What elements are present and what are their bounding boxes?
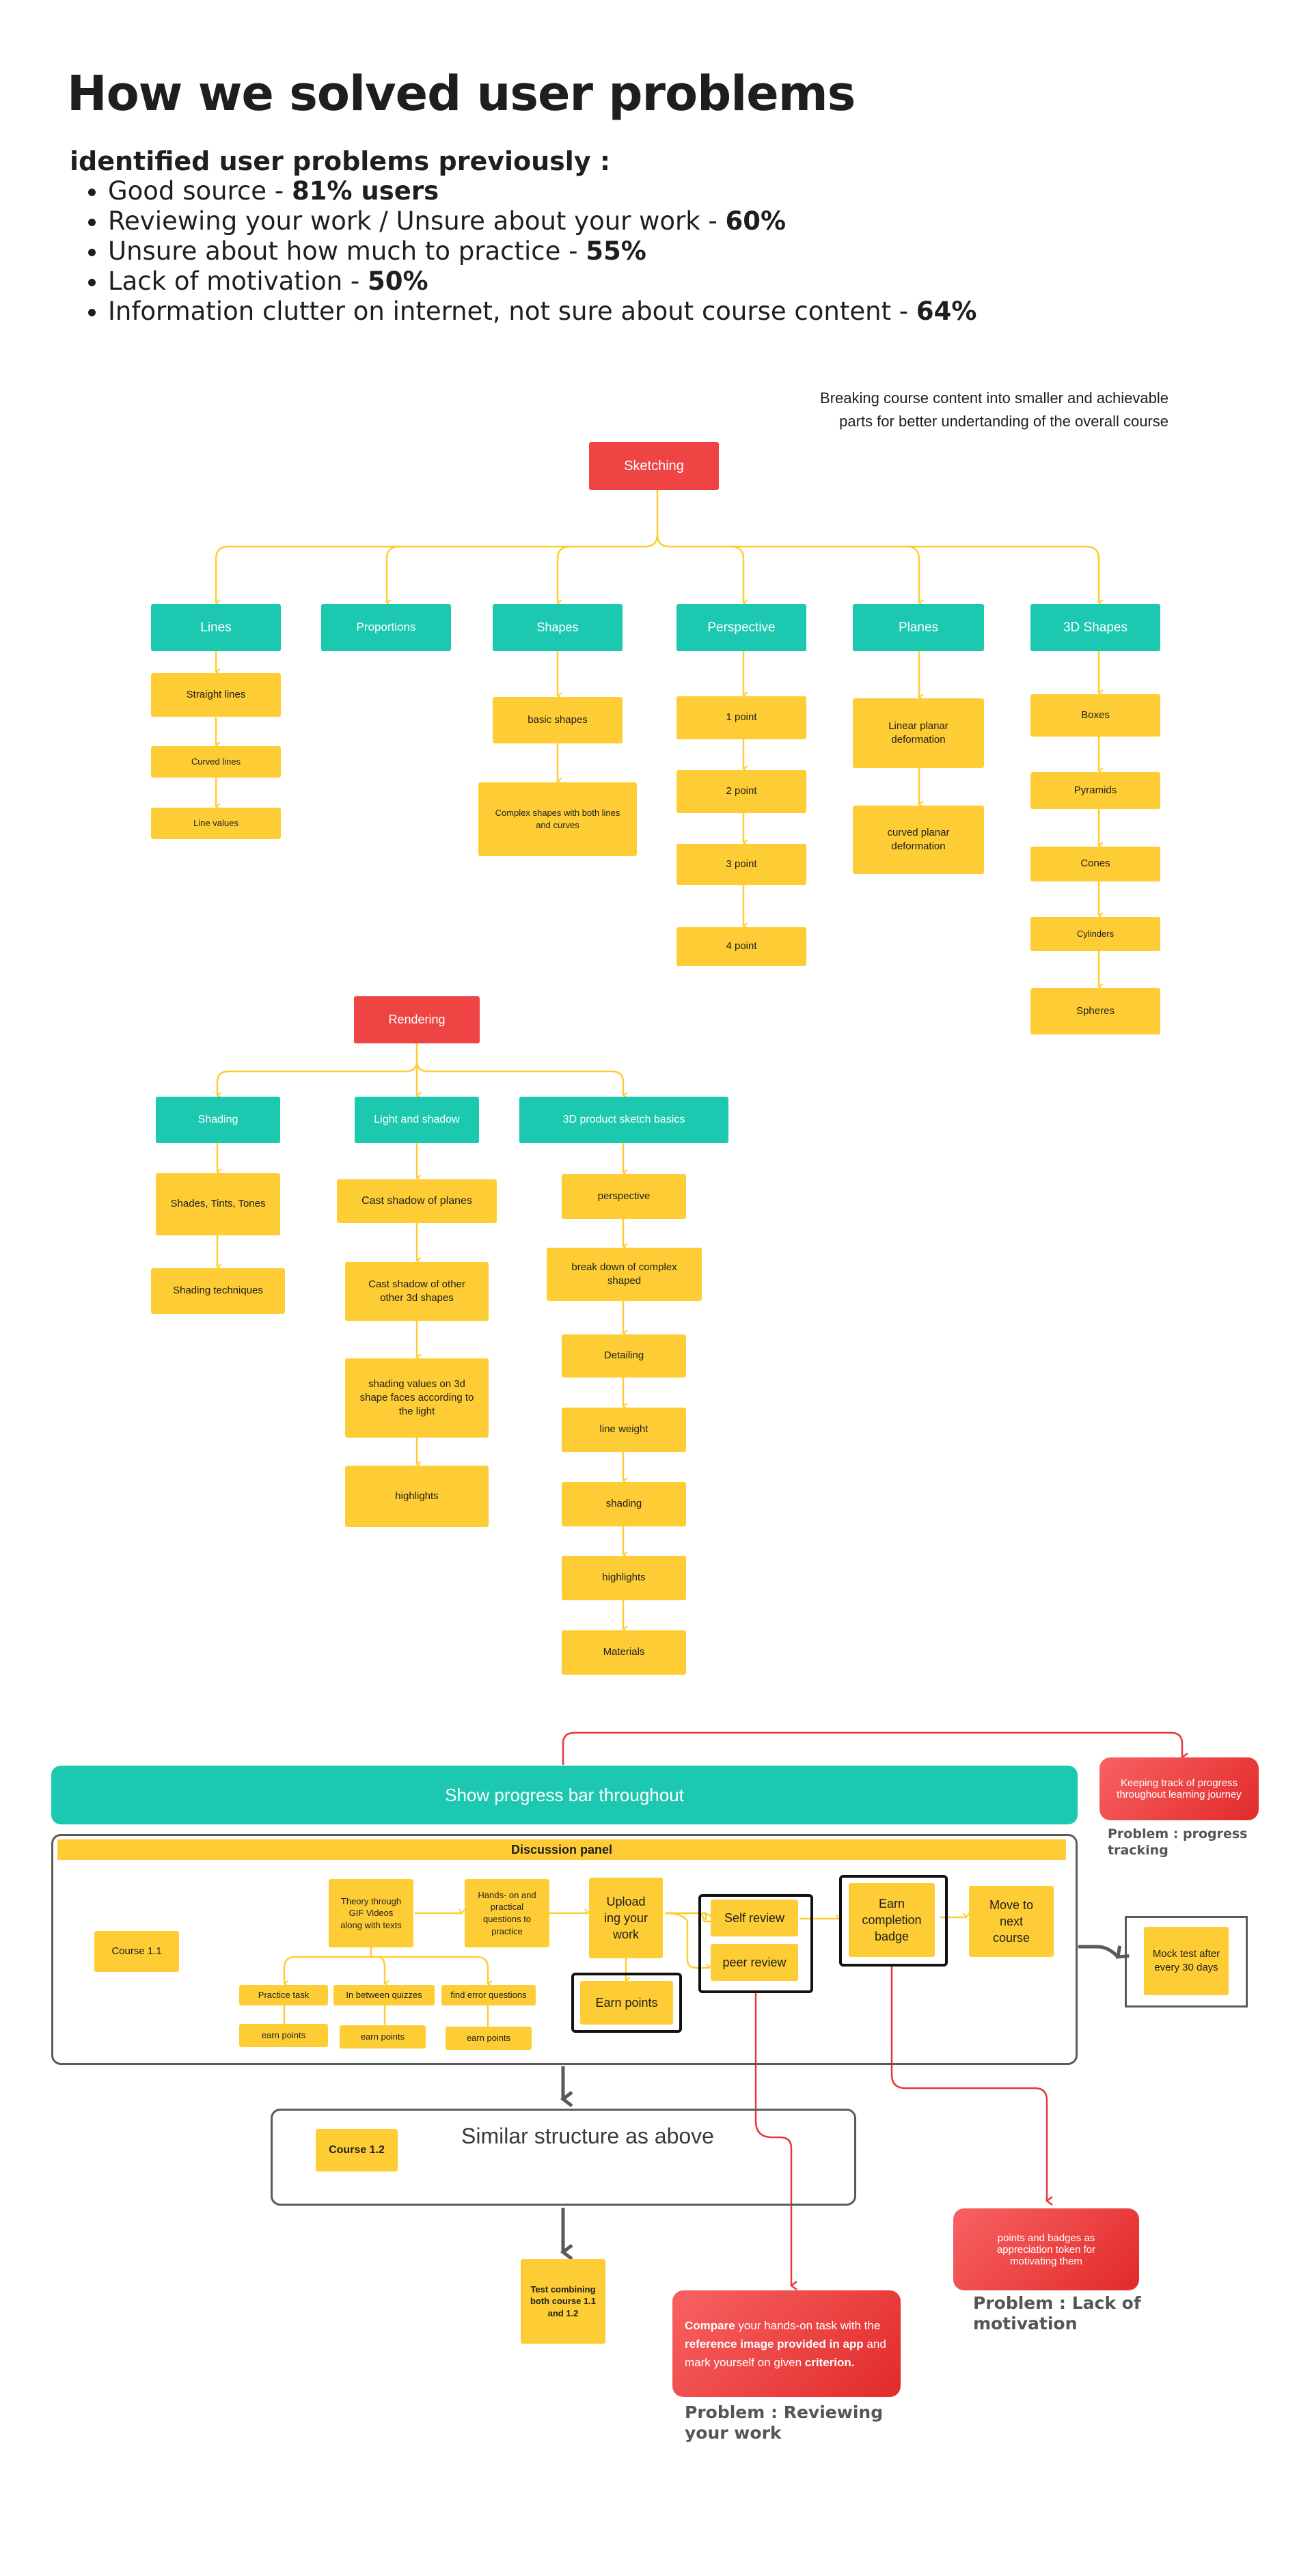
badge-frame [839, 1875, 948, 1967]
branch-shading: Shading [156, 1097, 280, 1143]
problem-label-motivation: Problem : Lack of motivation [973, 2293, 1141, 2333]
item-2-point: 2 point [676, 770, 806, 813]
earn-points-small: earn points [340, 2025, 426, 2049]
item-complex-shapes: Complex shapes with both lines and curve… [478, 782, 637, 856]
item-1-point: 1 point [676, 696, 806, 739]
item-cast-shadow-other: Cast shadow of other other 3d shapes [345, 1262, 489, 1321]
item-cones: Cones [1030, 847, 1160, 881]
item-cast-shadow-planes: Cast shadow of planes [337, 1179, 497, 1223]
branch-planes: Planes [853, 604, 984, 651]
earn-points: Earn points [580, 1981, 673, 2025]
problem-item: Good source - 81% users [108, 176, 976, 206]
self-review: Self review [711, 1900, 798, 1936]
item-straight-lines: Straight lines [151, 673, 281, 717]
item-pyramids: Pyramids [1030, 772, 1160, 809]
item-highlights: highlights [562, 1556, 686, 1600]
in-between-quizzes: In between quizzes [333, 1985, 435, 2005]
item-perspective: perspective [562, 1174, 686, 1219]
item-detailing: Detailing [562, 1334, 686, 1378]
item-line-values: Line values [151, 808, 281, 839]
earn-points-small: earn points [239, 2024, 328, 2047]
course-1-2-frame [271, 2109, 856, 2206]
item-curved-planar: curved planar deformation [853, 806, 984, 874]
branch-3d-product: 3D product sketch basics [519, 1097, 728, 1143]
earn-points-small: earn points [446, 2027, 532, 2050]
item-shading-techniques: Shading techniques [151, 1268, 285, 1314]
item-shading: shading [562, 1482, 686, 1526]
callout-review: Compare your hands-on task with the refe… [672, 2290, 901, 2397]
item-cylinders: Cylinders [1030, 917, 1160, 951]
test-combining: Test combining both course 1.1 and 1.2 [521, 2259, 605, 2344]
page-title: How we solved user problems [67, 66, 856, 122]
branch-lines: Lines [151, 604, 281, 651]
branch-3d-shapes: 3D Shapes [1030, 604, 1160, 651]
callout-motivation: points and badges as appreciation token … [953, 2208, 1139, 2290]
hands-on-questions: Hands- on and practical questions to pra… [465, 1879, 549, 1947]
mock-test: Mock test after every 30 days [1144, 1927, 1229, 1995]
problem-item: Unsure about how much to practice - 55% [108, 236, 976, 266]
sketching-note: Breaking course content into smaller and… [820, 389, 1168, 430]
problem-item: Lack of motivation - 50% [108, 266, 976, 297]
sketching-root: Sketching [589, 442, 719, 490]
peer-review: peer review [711, 1944, 798, 1981]
problem-item: Reviewing your work / Unsure about your … [108, 206, 976, 236]
item-line-weight: line weight [562, 1408, 686, 1452]
item-highlights-light: highlights [345, 1466, 489, 1527]
item-basic-shapes: basic shapes [493, 697, 623, 743]
item-3-point: 3 point [676, 844, 806, 885]
move-next-course: Move to next course [969, 1886, 1054, 1957]
branch-proportions: Proportions [321, 604, 451, 651]
progress-bar: Show progress bar throughout [51, 1766, 1078, 1824]
earn-completion-badge: Earn completion badge [849, 1883, 935, 1957]
problems-heading: identified user problems previously : [70, 146, 611, 176]
problem-label-progress: Problem : progress tracking [1108, 1826, 1248, 1858]
problem-label-review: Problem : Reviewing your work [685, 2402, 884, 2443]
practice-task: Practice task [239, 1985, 328, 2005]
find-error-questions: find error questions [441, 1985, 536, 2005]
branch-light-shadow: Light and shadow [355, 1097, 479, 1143]
problem-list: Good source - 81% users Reviewing your w… [77, 176, 976, 327]
item-curved-lines: Curved lines [151, 746, 281, 778]
item-shading-values: shading values on 3d shape faces accordi… [345, 1358, 489, 1438]
course-1-2: Course 1.2 [316, 2129, 398, 2171]
discussion-panel: Discussion panel [57, 1839, 1066, 1860]
review-frame [698, 1894, 813, 1993]
item-spheres: Spheres [1030, 988, 1160, 1034]
course-1-1: Course 1.1 [94, 1931, 179, 1972]
rendering-root: Rendering [354, 996, 480, 1043]
item-boxes: Boxes [1030, 694, 1160, 737]
problem-item: Information clutter on internet, not sur… [108, 297, 976, 327]
branch-shapes: Shapes [493, 604, 623, 651]
item-shades-tints-tones: Shades, Tints, Tones [156, 1173, 280, 1235]
branch-perspective: Perspective [676, 604, 806, 651]
earn-points-frame [571, 1973, 682, 2033]
item-linear-planar: Linear planar deformation [853, 698, 984, 768]
course-1-1-frame [51, 1834, 1078, 2065]
similar-structure-text: Similar structure as above [461, 2124, 714, 2148]
theory-gif-videos: Theory through GIF Videos along with tex… [329, 1879, 413, 1947]
mock-test-frame [1125, 1916, 1248, 2008]
uploading-work: Upload ing your work [589, 1878, 663, 1958]
callout-progress: Keeping track of progress throughout lea… [1099, 1757, 1259, 1820]
item-materials: Materials [562, 1630, 686, 1675]
item-4-point: 4 point [676, 927, 806, 966]
item-break-down: break down of complex shaped [547, 1248, 702, 1301]
